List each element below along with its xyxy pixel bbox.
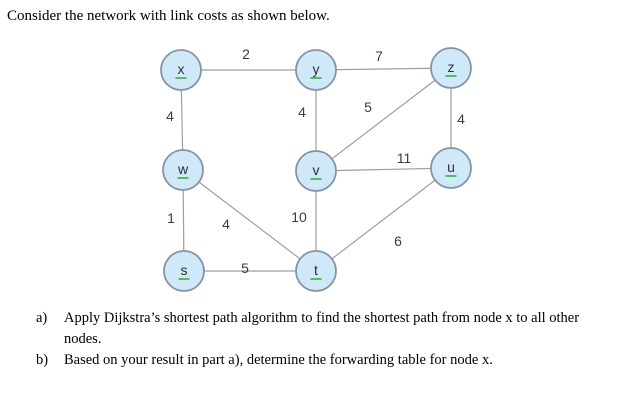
node-s xyxy=(163,250,205,292)
question-a-marker: a) xyxy=(36,310,48,326)
node-w xyxy=(162,149,204,191)
edge-z-v xyxy=(315,67,452,172)
node-z xyxy=(430,47,472,89)
edge-cost-y-v: 4 xyxy=(298,104,306,120)
edge-t-u xyxy=(315,167,452,272)
node-label-w: w xyxy=(177,161,189,177)
node-label-t: t xyxy=(314,262,318,278)
node-label-s: s xyxy=(181,262,188,278)
question-a: a) Apply Dijkstra’s shortest path algori… xyxy=(36,308,612,350)
edge-cost-x-y: 2 xyxy=(242,46,250,62)
intro-text: Consider the network with link costs as … xyxy=(7,8,330,24)
edge-v-u xyxy=(315,167,452,172)
question-list: a) Apply Dijkstra’s shortest path algori… xyxy=(36,308,612,371)
node-label-v: v xyxy=(313,162,320,178)
question-b: b) Based on your result in part a), dete… xyxy=(36,350,612,371)
node-label-y: y xyxy=(313,61,320,77)
node-v xyxy=(295,150,337,192)
edge-y-z xyxy=(315,67,452,71)
node-x xyxy=(160,49,202,91)
question-b-text: Based on your result in part a), determi… xyxy=(64,352,493,368)
edge-cost-w-s: 1 xyxy=(167,210,175,226)
question-a-text: Apply Dijkstra’s shortest path algorithm… xyxy=(64,310,580,347)
node-label-u: u xyxy=(447,159,455,175)
edge-cost-x-w: 4 xyxy=(166,108,174,124)
question-b-marker: b) xyxy=(36,352,49,368)
node-t xyxy=(295,250,337,292)
node-u xyxy=(430,147,472,189)
edge-cost-t-u: 6 xyxy=(394,233,402,249)
edge-cost-y-z: 7 xyxy=(375,48,383,64)
edge-cost-v-u: 11 xyxy=(397,150,412,166)
edge-cost-v-t: 10 xyxy=(291,209,307,225)
node-label-x: x xyxy=(178,61,185,77)
edge-w-t xyxy=(182,169,317,272)
node-label-z: z xyxy=(448,59,455,75)
edge-cost-z-u: 4 xyxy=(457,111,465,127)
edge-cost-z-v: 5 xyxy=(364,99,372,115)
node-y xyxy=(295,49,337,91)
edge-cost-s-t: 5 xyxy=(241,260,249,276)
edge-cost-w-t: 4 xyxy=(222,216,230,232)
